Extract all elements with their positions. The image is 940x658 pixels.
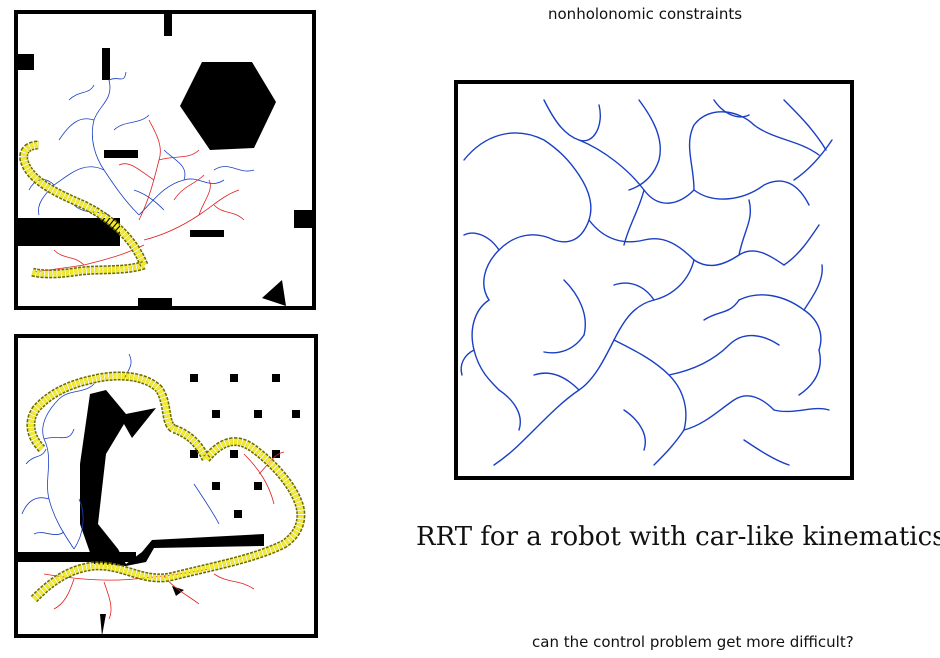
obstacle-grid — [190, 374, 300, 518]
slide-title: nonholonomic constraints — [548, 5, 743, 23]
rrt-tree-red — [33, 119, 245, 273]
footer-question: can the control problem get more difficu… — [532, 633, 854, 651]
rrt-panel-bottom-left — [14, 334, 318, 638]
rrt-tree-car — [460, 99, 833, 466]
rrt-tree-blue — [21, 353, 220, 550]
rrt-panel-right — [454, 80, 854, 480]
rrt-panel-top-left — [14, 10, 316, 310]
obstacles — [16, 12, 314, 308]
rrt-tree-blue — [28, 71, 255, 216]
obstacles — [16, 390, 264, 636]
figure-caption: RRT for a robot with car-like kinematics — [416, 522, 940, 552]
